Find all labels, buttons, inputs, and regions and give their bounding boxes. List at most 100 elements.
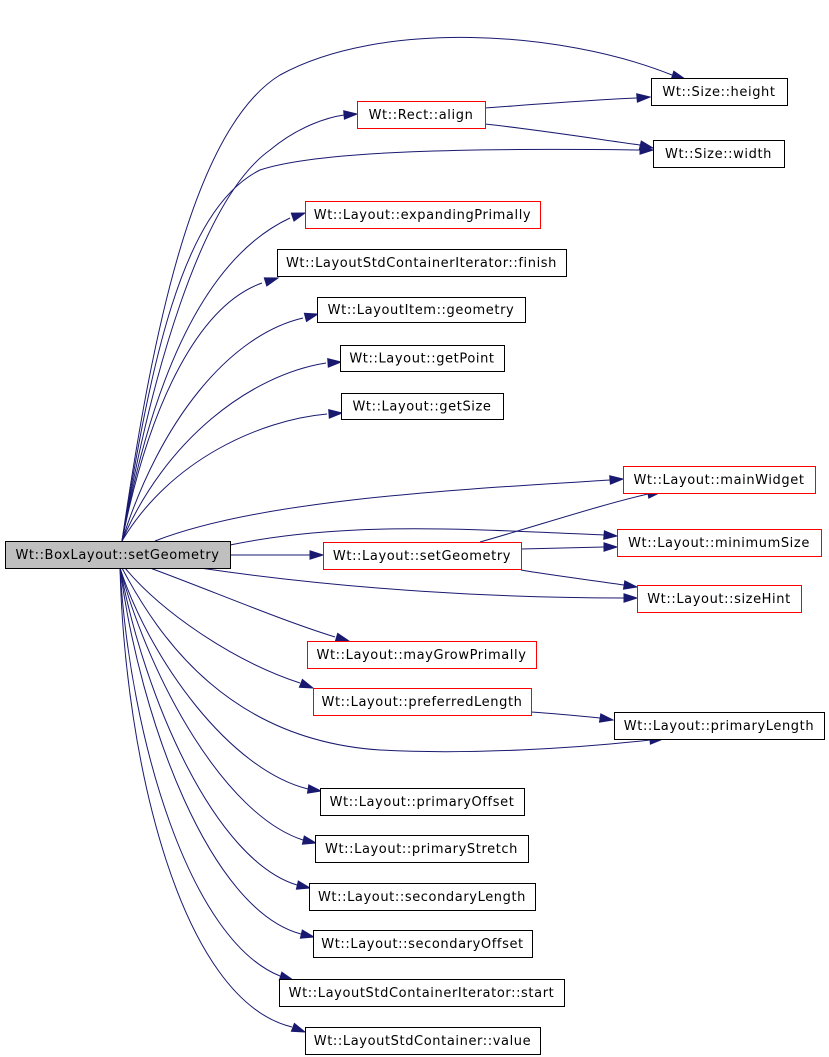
edge-arrowhead	[603, 530, 619, 540]
node-box	[341, 393, 504, 420]
node-box	[357, 101, 486, 129]
node-setGeometryBox: Wt::BoxLayout::setGeometry	[5, 541, 231, 569]
node-label: Wt::Layout::getSize	[352, 400, 491, 415]
node-label: Wt::Layout::primaryLength	[624, 719, 814, 734]
edge-setGeometryBox-to-layoutSetGeometry	[230, 550, 325, 560]
node-box	[323, 542, 522, 570]
edge-setGeometryBox-to-minimumSize	[229, 528, 619, 546]
edge-arrowhead	[298, 678, 315, 689]
node-box	[313, 688, 532, 716]
edge-line	[119, 567, 309, 790]
node-label: Wt::LayoutItem::geometry	[328, 303, 515, 318]
node-preferredLength[interactable]: Wt::Layout::preferredLength	[313, 688, 532, 716]
node-primaryOffset[interactable]: Wt::Layout::primaryOffset	[320, 788, 525, 816]
node-mainWidget[interactable]: Wt::Layout::mainWidget	[623, 466, 816, 494]
node-sizeHint[interactable]: Wt::Layout::sizeHint	[637, 585, 802, 613]
node-box	[637, 585, 802, 613]
edge-setGeometryBox-to-rectAlign	[121, 110, 359, 542]
edge-line	[121, 217, 291, 542]
edge-setGeometryBox-to-getPoint	[121, 358, 343, 542]
edge-arrowhead	[290, 212, 307, 222]
edge-line	[121, 148, 641, 542]
edge-line	[119, 567, 302, 935]
node-mayGrowPrimally[interactable]: Wt::Layout::mayGrowPrimally	[307, 641, 537, 669]
node-rectAlign[interactable]: Wt::Rect::align	[357, 101, 486, 129]
node-finish[interactable]: Wt::LayoutStdContainerIterator::finish	[277, 249, 567, 277]
edge-line	[121, 317, 304, 542]
edge-arrowhead	[343, 110, 359, 120]
node-getPoint[interactable]: Wt::Layout::getPoint	[340, 345, 505, 372]
node-box	[309, 883, 536, 911]
edge-line	[121, 114, 345, 542]
edge-line	[199, 567, 625, 599]
node-sizeWidth[interactable]: Wt::Size::width	[653, 140, 785, 168]
node-box	[317, 297, 526, 323]
node-containerValue[interactable]: Wt::LayoutStdContainer::value	[305, 1027, 541, 1055]
edge-arrowhead	[623, 593, 639, 603]
edge-arrowhead	[638, 140, 655, 150]
edge-line	[119, 567, 298, 886]
edge-line	[121, 567, 651, 753]
edge-arrowhead	[299, 929, 316, 939]
node-getSize[interactable]: Wt::Layout::getSize	[341, 393, 504, 420]
edge-line	[121, 413, 328, 542]
edge-arrowhead	[309, 550, 325, 560]
node-minimumSize[interactable]: Wt::Layout::minimumSize	[617, 529, 822, 557]
edge-line	[124, 567, 301, 684]
edge-line	[154, 479, 611, 542]
node-label: Wt::Layout::mainWidget	[633, 473, 804, 488]
node-iterStart[interactable]: Wt::LayoutStdContainerIterator::start	[279, 979, 565, 1007]
edge-layoutSetGeometry-to-minimumSize	[520, 542, 619, 552]
node-box	[277, 249, 567, 277]
edge-arrowhead	[306, 784, 323, 794]
node-layoutSetGeometry[interactable]: Wt::Layout::setGeometry	[323, 542, 522, 570]
node-label: Wt::Layout::getPoint	[349, 352, 494, 367]
edge-arrowhead	[636, 93, 652, 103]
edge-setGeometryBox-to-mayGrowPrimally	[149, 567, 351, 643]
node-label: Wt::Layout::setGeometry	[333, 549, 511, 564]
edge-line	[479, 493, 649, 543]
edge-arrowhead	[263, 277, 280, 287]
node-label: Wt::Layout::secondaryLength	[318, 890, 526, 905]
edge-line	[530, 711, 601, 719]
node-sizeHeight[interactable]: Wt::Size::height	[651, 78, 788, 106]
node-primaryStretch[interactable]: Wt::Layout::primaryStretch	[315, 835, 529, 863]
node-box	[313, 930, 533, 958]
node-expandingPrimally[interactable]: Wt::Layout::expandingPrimally	[305, 201, 541, 229]
node-primaryLength[interactable]: Wt::Layout::primaryLength	[614, 712, 825, 740]
node-label: Wt::LayoutStdContainerIterator::start	[289, 986, 555, 1001]
edge-line	[149, 567, 336, 638]
edge-line	[121, 36, 673, 542]
node-label: Wt::LayoutStdContainer::value	[314, 1034, 531, 1049]
edge-rectAlign-to-sizeHeight	[484, 93, 652, 109]
node-label: Wt::Rect::align	[369, 108, 474, 123]
edge-preferredLength-to-primaryLength	[530, 711, 615, 723]
node-label: Wt::Size::width	[665, 147, 772, 162]
edge-arrowhead	[328, 409, 344, 419]
edge-line	[119, 567, 304, 841]
edge-line	[484, 97, 638, 109]
edge-line	[121, 282, 263, 542]
node-label: Wt::Layout::mayGrowPrimally	[316, 648, 526, 663]
node-secondaryLength[interactable]: Wt::Layout::secondaryLength	[309, 883, 536, 911]
edge-line	[520, 546, 605, 550]
edge-line	[484, 123, 641, 146]
node-box	[340, 345, 505, 372]
node-label: Wt::Layout::minimumSize	[628, 536, 810, 551]
edge-setGeometryBox-to-secondaryOffset	[119, 567, 316, 939]
node-label: Wt::Layout::sizeHint	[647, 592, 791, 607]
node-box	[320, 788, 525, 816]
edge-setGeometryBox-to-preferredLength	[124, 567, 315, 689]
edge-arrowhead	[598, 713, 615, 723]
node-box	[305, 1027, 541, 1055]
node-box	[315, 835, 529, 863]
edge-layoutSetGeometry-to-sizeHint	[520, 569, 639, 590]
node-box	[617, 529, 822, 557]
node-itemGeometry[interactable]: Wt::LayoutItem::geometry	[317, 297, 526, 323]
node-label: Wt::Layout::primaryStretch	[325, 842, 518, 857]
edge-setGeometryBox-to-primaryStretch	[119, 567, 318, 845]
node-secondaryOffset[interactable]: Wt::Layout::secondaryOffset	[313, 930, 533, 958]
node-label: Wt::Layout::expandingPrimally	[314, 208, 531, 223]
edge-setGeometryBox-to-mainWidget	[154, 475, 625, 542]
node-label: Wt::Layout::secondaryOffset	[321, 937, 524, 952]
